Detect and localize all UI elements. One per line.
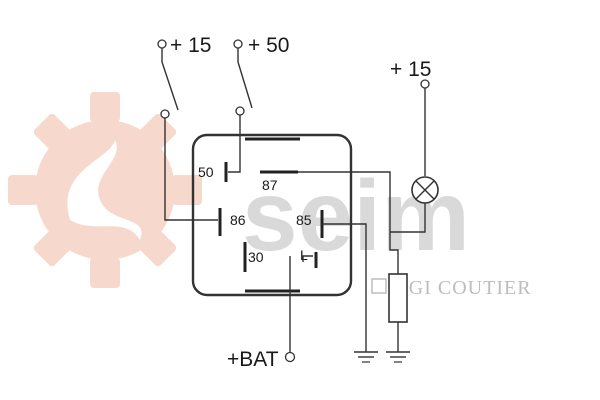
switch-50-blade (237, 61, 253, 109)
wire-85-to-ground (322, 223, 367, 352)
gear-logo-icon (8, 92, 202, 288)
wire-lamp-to-87 (390, 203, 426, 233)
ground-icon (354, 351, 378, 363)
switch-50-contact (235, 106, 245, 116)
wire-50-to-pin50 (228, 115, 241, 173)
ground-icon (386, 351, 410, 363)
label-bat: +BAT (227, 348, 279, 371)
terminal-bat (284, 351, 296, 363)
relay-housing (191, 133, 353, 297)
switch-15-blade (161, 61, 179, 111)
terminal-50 (233, 39, 243, 49)
label-plus15-right: + 15 (390, 58, 431, 81)
terminal-15-left (157, 39, 167, 49)
wire-l-stub (302, 255, 313, 262)
lamp-icon (411, 176, 439, 204)
label-pin86: 86 (230, 212, 246, 228)
wire-15-to-86 (164, 118, 218, 221)
switch-15-contact (160, 109, 170, 119)
label-pin87: 87 (262, 177, 278, 193)
brand-tagline-group: MGI COUTIER (371, 277, 532, 299)
wire-87-to-resistor (298, 171, 399, 274)
label-plus50: + 50 (248, 34, 289, 57)
label-pin30: 30 (248, 249, 264, 265)
label-plus15-left: + 15 (170, 34, 211, 57)
brand-tagline: MGI COUTIER (390, 277, 532, 299)
label-pin85: 85 (296, 212, 312, 228)
label-pin50: 50 (198, 164, 214, 180)
resistor-icon (388, 273, 408, 323)
label-pinL: L (300, 247, 308, 263)
terminal-15-right (420, 79, 430, 89)
